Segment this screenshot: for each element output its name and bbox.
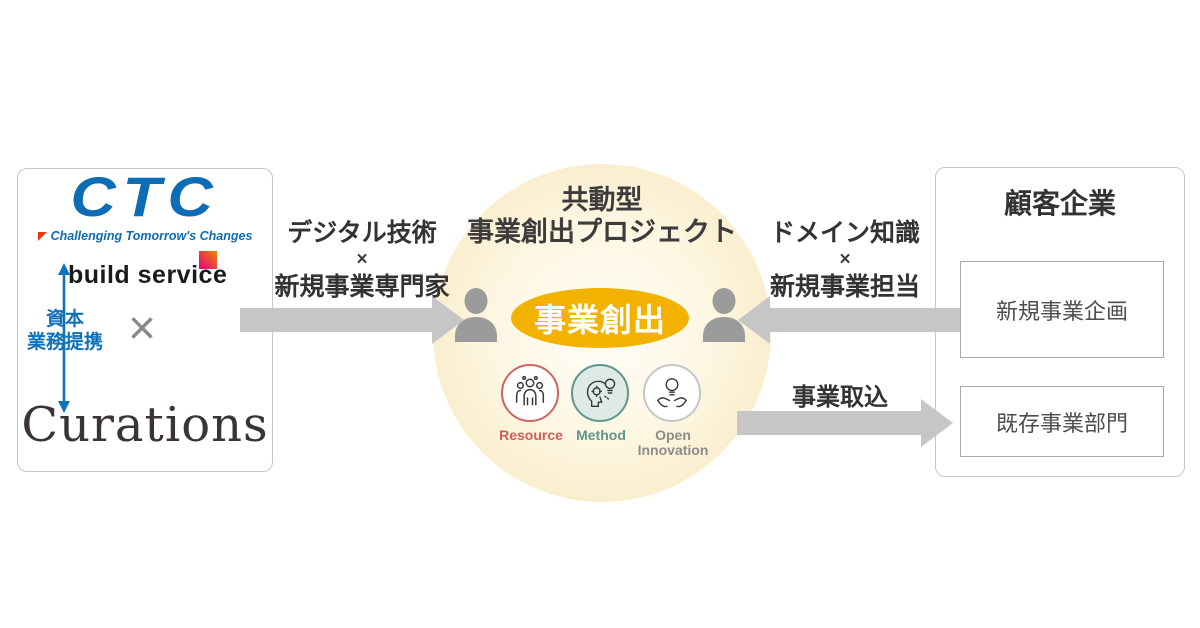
ctc-curations-panel: CTC Challenging Tomorrow's Changes build… <box>17 168 273 472</box>
arrow-right-to-center-shaft <box>770 308 960 332</box>
arrow-center-to-existing-head <box>921 399 953 447</box>
open-innovation-label: Open Innovation <box>637 427 709 459</box>
customer-company-title: 顧客企業 <box>1003 188 1116 219</box>
business-creation-ellipse: 事業創出 <box>511 288 689 348</box>
open-innovation-icon <box>643 364 701 422</box>
capital-partnership-label: 資本 業務提携 <box>26 309 103 353</box>
joint-project-circle: 共動型 事業創出プロジェクト 事業創出 <box>433 164 771 502</box>
ctc-flag-icon <box>37 232 47 242</box>
build-service-square-icon <box>199 251 217 269</box>
ctc-tagline: Challenging Tomorrow's Changes <box>18 229 272 243</box>
ctc-logo: CTC <box>70 165 220 228</box>
digital-tech-label: デジタル技術 × 新規事業専門家 <box>274 219 450 302</box>
arrow-left-to-center-head <box>432 296 464 344</box>
ctc-tagline-text: Challenging Tomorrow's Changes <box>50 229 253 243</box>
times-symbol: × <box>128 302 157 355</box>
double-arrow-vertical-icon <box>58 263 70 413</box>
arrow-right-to-center-head <box>738 296 770 344</box>
arrow-center-to-existing-shaft <box>737 411 921 435</box>
method-label: Method <box>576 427 626 443</box>
person-right-icon <box>703 288 745 342</box>
domain-knowledge-label: ドメイン知識 × 新規事業担当 <box>769 219 920 302</box>
business-creation-label: 事業創出 <box>533 302 666 338</box>
resource-label: Resource <box>499 427 563 443</box>
business-takein-label: 事業取込 <box>792 384 888 411</box>
arrow-left-to-center-shaft <box>240 308 432 332</box>
method-icon <box>571 364 629 422</box>
person-left-icon <box>455 288 497 342</box>
curations-logo: Curations <box>21 397 269 453</box>
project-title: 共動型 事業創出プロジェクト <box>467 185 737 248</box>
customer-company-panel: 顧客企業 新規事業企画 既存事業部門 <box>935 167 1185 477</box>
existing-business-division-box: 既存事業部門 <box>960 386 1164 457</box>
new-business-planning-box: 新規事業企画 <box>960 261 1164 358</box>
resource-icon <box>501 364 559 422</box>
